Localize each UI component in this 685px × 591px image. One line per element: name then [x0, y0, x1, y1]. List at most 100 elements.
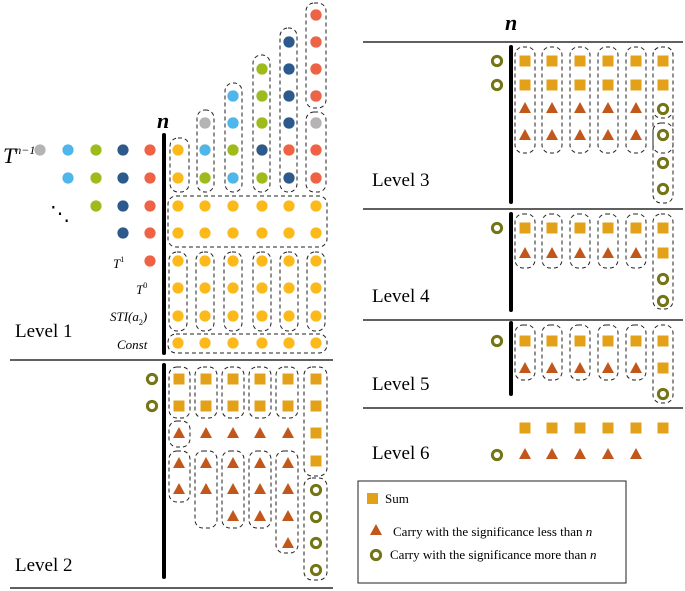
sum-square-icon — [574, 55, 586, 67]
sum-square-icon — [227, 373, 239, 385]
dot-icon — [227, 227, 239, 239]
dot-icon — [283, 36, 295, 48]
carry-triangle-icon — [602, 102, 614, 113]
dot-icon — [256, 200, 268, 212]
sum-square-icon — [546, 335, 558, 347]
dot-icon — [283, 117, 295, 129]
dashed-group — [541, 46, 563, 154]
dashed-group — [514, 46, 536, 154]
dot-icon — [62, 144, 74, 156]
dot-icon — [199, 310, 211, 322]
sum-square-icon — [310, 455, 322, 467]
carry-ring-icon — [309, 563, 323, 577]
n-label-level3: n — [505, 10, 517, 35]
dot-icon — [310, 227, 322, 239]
dashed-group — [196, 109, 215, 193]
carry-triangle-icon — [630, 129, 642, 140]
level3-label: Level 3 — [372, 170, 430, 191]
row-label-t-n-minus-1: Tn−1 — [3, 143, 35, 168]
sum-square-icon — [574, 422, 586, 434]
dot-icon — [144, 227, 156, 239]
dot-icon — [283, 337, 295, 349]
sum-square-icon — [657, 362, 669, 374]
carry-triangle-icon — [254, 427, 266, 438]
dot-icon — [117, 172, 129, 184]
dot-icon — [256, 117, 268, 129]
dot-icon — [144, 144, 156, 156]
dot-icon — [256, 144, 268, 156]
carry-ring-icon — [490, 54, 504, 68]
carry-ring-icon — [490, 334, 504, 348]
sum-square-icon — [546, 79, 558, 91]
dot-icon — [227, 282, 239, 294]
carry-ring-icon — [490, 221, 504, 235]
carry-triangle-icon — [227, 510, 239, 521]
carry-triangle-icon — [519, 247, 531, 258]
sum-square-icon — [602, 55, 614, 67]
carry-triangle-icon — [546, 102, 558, 113]
dot-icon — [172, 282, 184, 294]
carry-ring-icon — [309, 536, 323, 550]
dashed-group — [279, 251, 299, 332]
dot-icon — [283, 144, 295, 156]
carry-ring-icon — [145, 399, 159, 413]
dot-icon — [172, 337, 184, 349]
carry-triangle-icon — [574, 129, 586, 140]
n-label-level1: n — [157, 108, 169, 133]
carry-triangle-icon — [282, 510, 294, 521]
dot-icon — [199, 172, 211, 184]
dashed-group — [569, 46, 591, 154]
sum-square-icon — [602, 422, 614, 434]
legend-sum-text: Sum — [385, 491, 409, 506]
dashed-group — [597, 46, 619, 154]
dot-icon — [256, 255, 268, 267]
dot-icon — [199, 200, 211, 212]
carry-triangle-icon — [519, 129, 531, 140]
dot-icon — [283, 63, 295, 75]
dot-icon — [199, 255, 211, 267]
dashed-group — [625, 46, 647, 154]
sum-square-icon — [657, 79, 669, 91]
sum-square-icon — [574, 335, 586, 347]
legend-box — [357, 480, 627, 584]
dot-icon — [199, 337, 211, 349]
carry-triangle-icon — [602, 362, 614, 373]
dashed-group — [168, 420, 191, 448]
sum-square-icon — [519, 55, 531, 67]
carry-ring-icon — [656, 128, 670, 142]
ellipsis: ⋱ — [50, 203, 70, 225]
carry-triangle-icon — [574, 448, 586, 459]
sum-square-icon — [602, 335, 614, 347]
carry-triangle-icon — [282, 537, 294, 548]
carry-triangle-icon — [173, 427, 185, 438]
dot-icon — [144, 200, 156, 212]
dot-icon — [227, 337, 239, 349]
legend-carry-less-icon — [370, 524, 382, 535]
dashed-group — [625, 213, 647, 269]
sum-square-icon — [546, 55, 558, 67]
carry-triangle-icon — [602, 448, 614, 459]
dot-icon — [310, 63, 322, 75]
sum-square-icon — [519, 335, 531, 347]
dot-icon — [34, 144, 46, 156]
carry-triangle-icon — [227, 457, 239, 468]
sum-square-icon — [282, 400, 294, 412]
carry-ring-icon — [656, 182, 670, 196]
carry-triangle-icon — [254, 510, 266, 521]
dashed-group — [252, 54, 271, 193]
dot-icon — [227, 255, 239, 267]
dot-icon — [283, 255, 295, 267]
carry-triangle-icon — [173, 483, 185, 494]
dot-icon — [256, 90, 268, 102]
dashed-group — [652, 46, 674, 119]
carry-ring-icon — [490, 448, 504, 462]
carry-triangle-icon — [602, 247, 614, 258]
dashed-group — [514, 213, 536, 269]
dashed-group — [541, 213, 563, 269]
dot-icon — [172, 227, 184, 239]
carry-triangle-icon — [227, 427, 239, 438]
dot-icon — [310, 282, 322, 294]
dashed-group — [168, 366, 191, 419]
dashed-group — [652, 122, 674, 204]
dashed-group — [652, 324, 674, 404]
